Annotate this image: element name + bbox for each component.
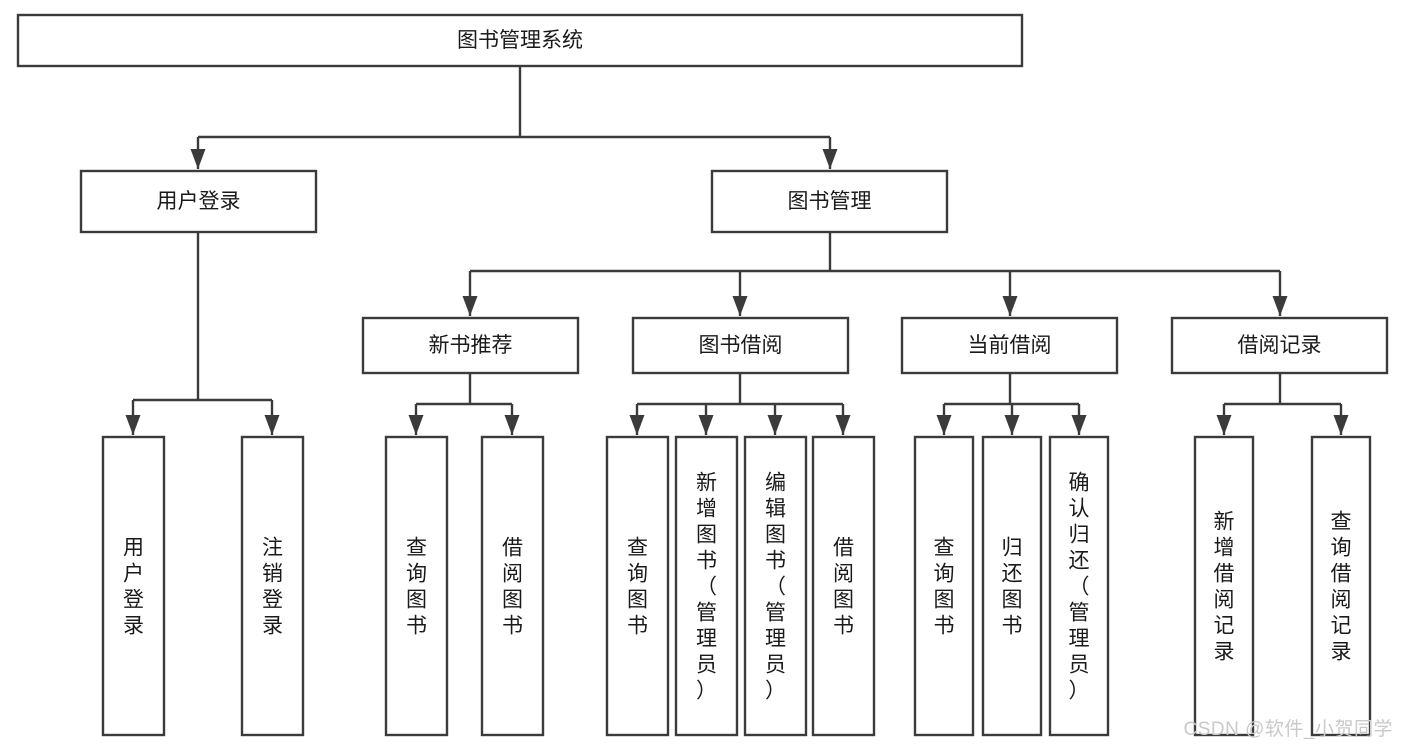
edge-group-new-book-rec [408, 373, 520, 435]
node-leaf-edit-book[interactable]: 编辑图书（管理员） [743, 435, 808, 737]
node-label-leaf-add-record: 新增借阅记录 [1214, 510, 1235, 663]
edge-group-book-borrow [629, 373, 851, 435]
node-leaf-query-book-rec[interactable]: 查询图书 [384, 435, 449, 737]
node-box-leaf-confirm-return[interactable] [1048, 435, 1110, 737]
node-label-book-manage: 图书管理 [788, 190, 872, 213]
edge-arrowhead [835, 415, 851, 435]
node-leaf-confirm-return[interactable]: 确认归还（管理员） [1048, 435, 1110, 737]
node-book-manage[interactable]: 图书管理 [710, 169, 949, 234]
edge-arrowhead [1071, 415, 1087, 435]
node-box-leaf-edit-book[interactable] [743, 435, 808, 737]
edge-arrowhead [936, 415, 952, 435]
node-new-book-rec[interactable]: 新书推荐 [361, 316, 580, 375]
node-box-leaf-query-book-cur[interactable] [913, 435, 975, 737]
node-box-leaf-borrow-book-rec[interactable] [480, 435, 545, 737]
node-current-borrow[interactable]: 当前借阅 [900, 316, 1119, 375]
edge-group-root [190, 66, 838, 169]
node-label-leaf-logout: 注销登录 [262, 536, 283, 637]
edge-arrowhead [1272, 296, 1288, 316]
edges-layer [125, 66, 1349, 435]
node-box-leaf-add-book[interactable] [674, 435, 739, 737]
node-box-leaf-query-book-borrow[interactable] [605, 435, 670, 737]
node-leaf-add-book[interactable]: 新增图书（管理员） [674, 435, 739, 737]
node-box-leaf-logout[interactable] [240, 435, 305, 737]
node-box-leaf-add-record[interactable] [1193, 435, 1255, 737]
node-leaf-query-book-borrow[interactable]: 查询图书 [605, 435, 670, 737]
node-user-login[interactable]: 用户登录 [79, 169, 318, 234]
node-label-current-borrow: 当前借阅 [968, 334, 1052, 357]
node-leaf-query-record[interactable]: 查询借阅记录 [1310, 435, 1372, 737]
node-borrow-record[interactable]: 借阅记录 [1170, 316, 1389, 375]
edge-arrowhead [125, 415, 141, 435]
node-box-leaf-query-record[interactable] [1310, 435, 1372, 737]
edge-arrowhead [732, 296, 748, 316]
node-label-leaf-borrow-book: 借阅图书 [833, 536, 854, 637]
node-label-leaf-confirm-return: 确认归还（管理员） [1069, 471, 1090, 702]
node-box-leaf-query-book-rec[interactable] [384, 435, 449, 737]
node-box-leaf-return-book[interactable] [981, 435, 1043, 737]
node-box-borrow-record[interactable] [1170, 316, 1389, 375]
node-label-root: 图书管理系统 [457, 29, 583, 52]
edge-arrowhead [190, 149, 206, 169]
edge-arrowhead [698, 415, 714, 435]
edge-group-current-borrow [936, 373, 1087, 435]
node-label-leaf-return-book: 归还图书 [1002, 536, 1023, 637]
node-leaf-borrow-book-rec[interactable]: 借阅图书 [480, 435, 545, 737]
node-book-borrow[interactable]: 图书借阅 [631, 316, 850, 375]
node-box-user-login[interactable] [79, 169, 318, 234]
edge-arrowhead [408, 415, 424, 435]
node-box-current-borrow[interactable] [900, 316, 1119, 375]
edge-group-borrow-record [1216, 373, 1349, 435]
node-label-borrow-record: 借阅记录 [1238, 334, 1322, 357]
edge-arrowhead [629, 415, 645, 435]
node-label-leaf-user-login: 用户登录 [123, 536, 144, 637]
edge-arrowhead [767, 415, 783, 435]
edge-arrowhead [504, 415, 520, 435]
node-leaf-user-login[interactable]: 用户登录 [101, 435, 166, 737]
csdn-watermark: CSDN @软件_小贺同学 [1183, 719, 1393, 740]
node-label-leaf-add-book: 新增图书（管理员） [696, 471, 717, 702]
node-label-user-login: 用户登录 [157, 190, 241, 213]
nodes-layer: 图书管理系统用户登录图书管理新书推荐图书借阅当前借阅借阅记录用户登录注销登录查询… [16, 13, 1389, 737]
node-box-book-manage[interactable] [710, 169, 949, 234]
edge-arrowhead [462, 296, 478, 316]
node-leaf-return-book[interactable]: 归还图书 [981, 435, 1043, 737]
edge-arrowhead [1004, 415, 1020, 435]
edge-arrowhead [1216, 415, 1232, 435]
node-leaf-borrow-book[interactable]: 借阅图书 [811, 435, 876, 737]
node-box-leaf-user-login[interactable] [101, 435, 166, 737]
node-label-leaf-query-book-borrow: 查询图书 [627, 536, 648, 637]
node-leaf-query-book-cur[interactable]: 查询图书 [913, 435, 975, 737]
node-label-leaf-query-record: 查询借阅记录 [1331, 510, 1352, 663]
node-root[interactable]: 图书管理系统 [16, 13, 1024, 68]
node-label-leaf-borrow-book-rec: 借阅图书 [502, 536, 523, 637]
node-box-leaf-borrow-book[interactable] [811, 435, 876, 737]
edge-group-user-login [125, 232, 280, 435]
node-leaf-add-record[interactable]: 新增借阅记录 [1193, 435, 1255, 737]
edge-arrowhead [1002, 296, 1018, 316]
edge-arrowhead [264, 415, 280, 435]
edge-arrowhead [822, 149, 838, 169]
node-box-book-borrow[interactable] [631, 316, 850, 375]
node-label-leaf-query-book-cur: 查询图书 [934, 536, 955, 637]
node-label-book-borrow: 图书借阅 [699, 334, 783, 357]
node-label-new-book-rec: 新书推荐 [429, 334, 513, 357]
node-label-leaf-edit-book: 编辑图书（管理员） [765, 471, 786, 702]
edge-arrowhead [1333, 415, 1349, 435]
node-label-leaf-query-book-rec: 查询图书 [406, 536, 427, 637]
node-box-root[interactable] [16, 13, 1024, 68]
node-leaf-logout[interactable]: 注销登录 [240, 435, 305, 737]
edge-group-book-manage [462, 232, 1288, 316]
node-box-new-book-rec[interactable] [361, 316, 580, 375]
